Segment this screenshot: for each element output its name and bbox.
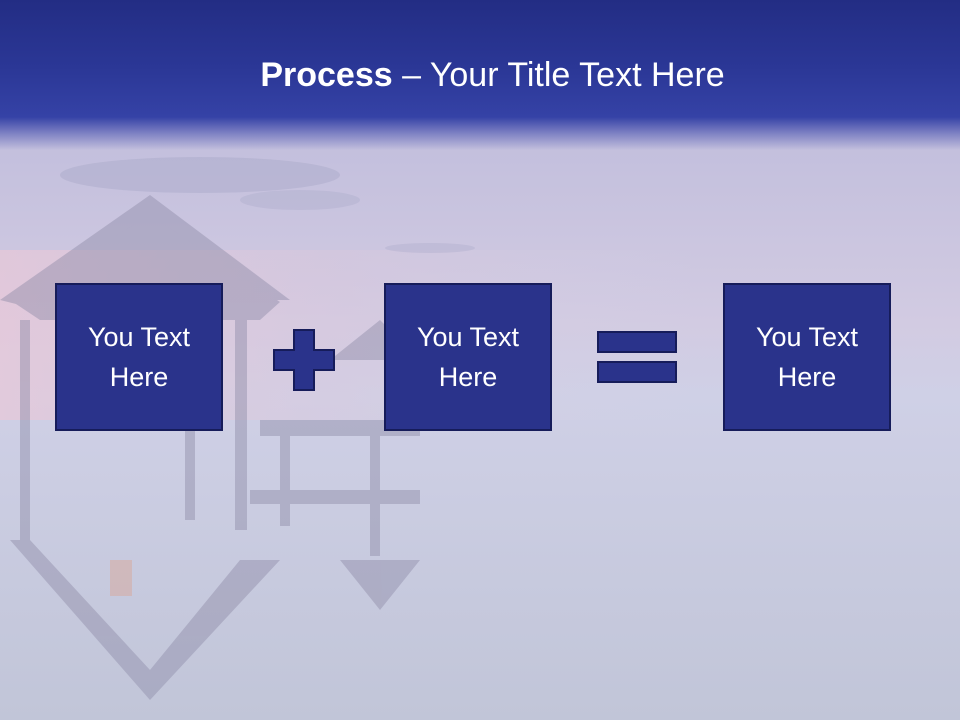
process-box-2[interactable]: You Text Here [384, 283, 552, 431]
title-keyword: Process [260, 56, 393, 94]
process-box-1-text: You Text Here [87, 322, 191, 392]
process-box-2-text: You Text Here [416, 322, 520, 392]
slide-title: Process – Your Title Text Here [0, 52, 960, 98]
process-box-1[interactable]: You Text Here [55, 283, 223, 431]
process-box-3[interactable]: You Text Here [723, 283, 891, 431]
equals-icon [597, 331, 677, 383]
title-bar [0, 0, 960, 150]
process-box-3-text: You Text Here [755, 322, 859, 392]
title-text: – Your Title Text Here [392, 56, 725, 94]
plus-icon [273, 329, 335, 391]
